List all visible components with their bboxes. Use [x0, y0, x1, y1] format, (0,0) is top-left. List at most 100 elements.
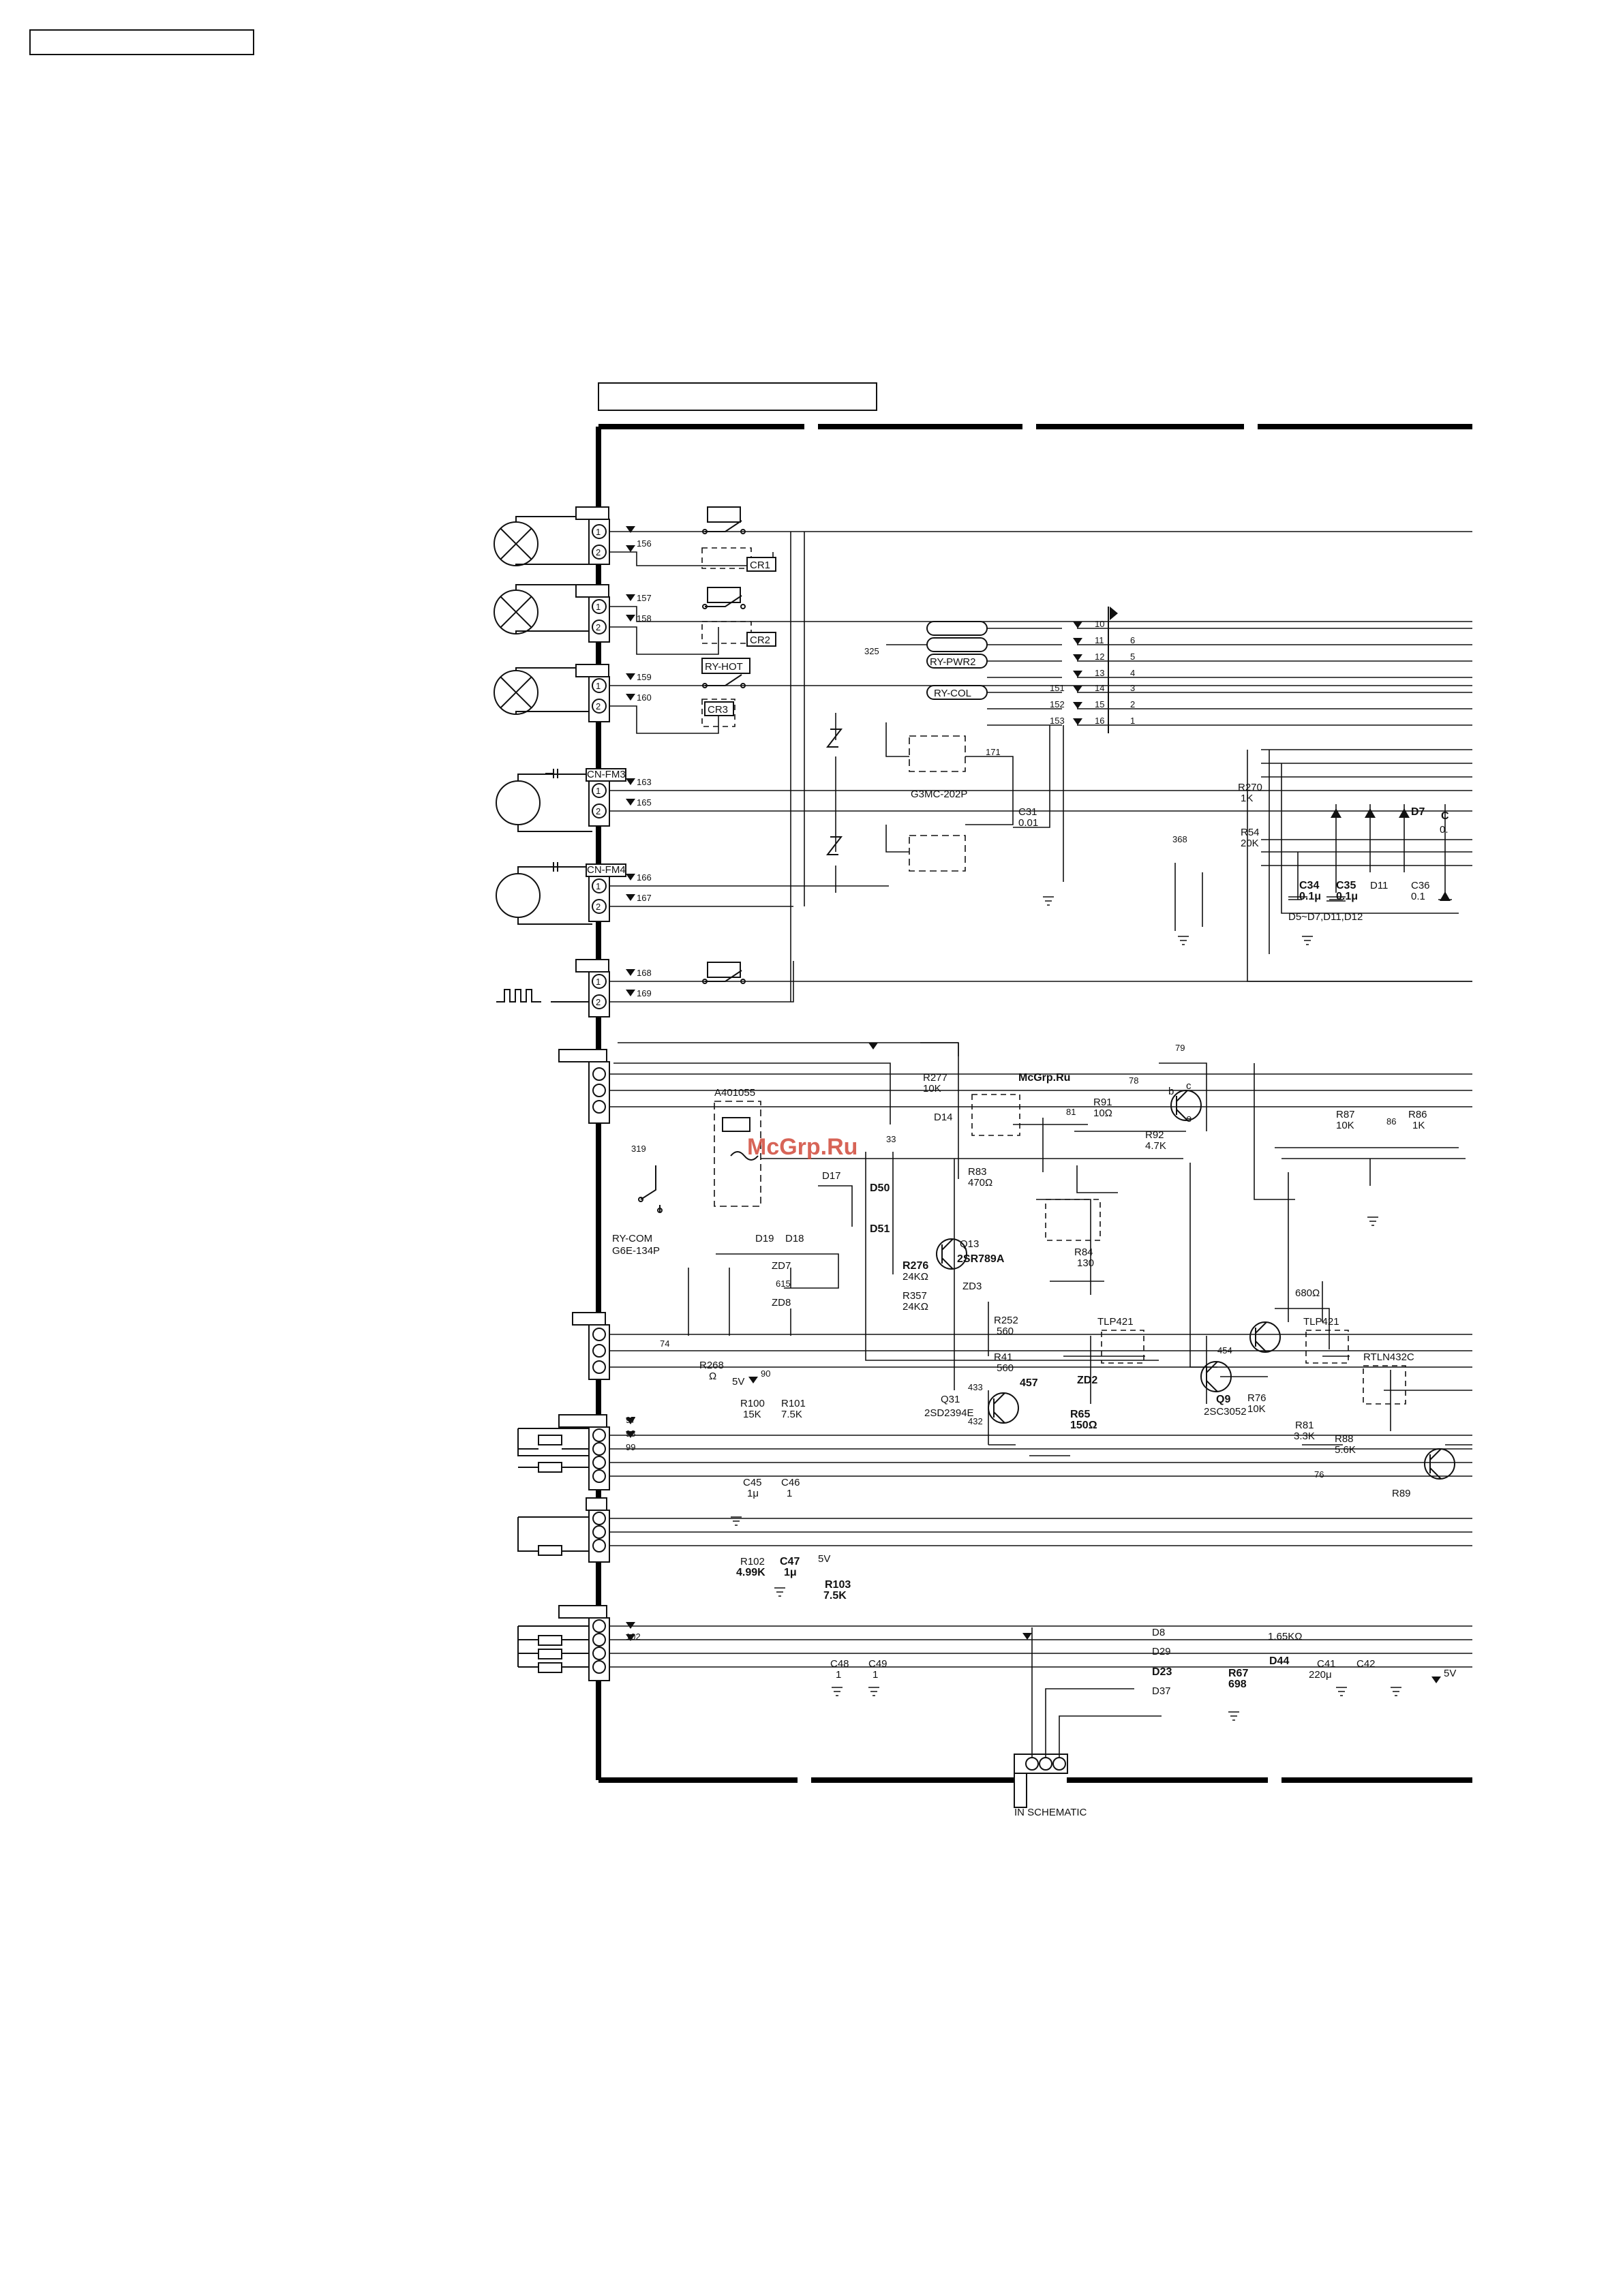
svg-text:R101: R101: [781, 1398, 806, 1409]
svg-text:R54: R54: [1241, 827, 1260, 838]
svg-text:C41: C41: [1317, 1658, 1336, 1670]
ground-symbols: [731, 896, 1401, 1721]
svg-text:R102: R102: [740, 1556, 765, 1567]
svg-text:C31: C31: [1018, 806, 1037, 818]
svg-text:0.01: 0.01: [1018, 817, 1038, 829]
connectors-left: [558, 506, 626, 1681]
relay-cr1: [701, 506, 776, 572]
svg-text:169: 169: [637, 988, 652, 998]
svg-text:457: 457: [1020, 1377, 1038, 1389]
svg-text:1: 1: [596, 977, 601, 987]
svg-text:c: c: [1186, 1080, 1192, 1092]
svg-text:165: 165: [637, 797, 652, 808]
svg-text:5.6K: 5.6K: [1335, 1444, 1356, 1456]
svg-text:1: 1: [596, 786, 601, 796]
svg-text:615: 615: [776, 1279, 791, 1289]
svg-text:R65: R65: [1070, 1409, 1090, 1420]
sensor-inputs: [517, 1428, 589, 1673]
svg-text:10Ω: 10Ω: [1093, 1107, 1112, 1119]
svg-text:20K: 20K: [1241, 838, 1259, 849]
svg-text:D50: D50: [870, 1182, 890, 1194]
svg-text:10K: 10K: [1247, 1403, 1266, 1415]
svg-text:2: 2: [596, 547, 601, 557]
svg-text:5V: 5V: [732, 1376, 744, 1388]
svg-text:167: 167: [637, 893, 652, 903]
svg-text:680Ω: 680Ω: [1295, 1287, 1320, 1299]
svg-text:159: 159: [637, 672, 652, 682]
diode-labels: D14 D17 D50 D51 D19 D18 ZD7 ZD8 ZD3 ZD2 …: [755, 806, 1425, 1697]
svg-text:171: 171: [986, 747, 1001, 757]
svg-text:RTLN432C: RTLN432C: [1363, 1351, 1414, 1363]
cn-fm3-label: CN-FM3: [587, 769, 626, 780]
svg-text:12: 12: [1095, 652, 1104, 662]
svg-text:D17: D17: [822, 1170, 841, 1182]
svg-text:2SR789A: 2SR789A: [957, 1253, 1005, 1265]
svg-text:R103: R103: [825, 1579, 851, 1591]
svg-text:C47: C47: [780, 1556, 800, 1567]
svg-text:150Ω: 150Ω: [1070, 1420, 1097, 1431]
svg-text:D11: D11: [1370, 880, 1388, 891]
svg-text:3: 3: [1130, 683, 1135, 693]
svg-text:D44: D44: [1269, 1655, 1289, 1667]
svg-text:5V: 5V: [1444, 1668, 1456, 1679]
svg-text:C45: C45: [743, 1477, 762, 1488]
fan-motor-2: [496, 873, 541, 918]
svg-text:319: 319: [631, 1144, 646, 1154]
svg-text:4.7K: 4.7K: [1145, 1140, 1166, 1152]
svg-text:R270: R270: [1238, 782, 1262, 793]
svg-text:R81: R81: [1295, 1420, 1314, 1431]
svg-text:R276: R276: [902, 1260, 928, 1272]
svg-text:ZD3: ZD3: [962, 1281, 982, 1292]
svg-text:D23: D23: [1152, 1666, 1172, 1678]
svg-text:153: 153: [1050, 716, 1065, 726]
svg-text:R88: R88: [1335, 1433, 1354, 1445]
svg-text:TLP421: TLP421: [1303, 1316, 1339, 1328]
svg-text:10: 10: [1095, 619, 1104, 629]
svg-text:2: 2: [596, 806, 601, 816]
lamp-3: [494, 670, 539, 715]
svg-text:ZD2: ZD2: [1077, 1375, 1097, 1386]
svg-text:220μ: 220μ: [1309, 1669, 1332, 1681]
svg-text:R84: R84: [1074, 1246, 1093, 1258]
svg-text:R86: R86: [1408, 1109, 1427, 1120]
svg-text:168: 168: [637, 968, 652, 978]
svg-text:1: 1: [596, 602, 601, 612]
svg-text:470Ω: 470Ω: [968, 1177, 992, 1189]
svg-text:14: 14: [1095, 683, 1104, 693]
net-wires: [609, 531, 1472, 1668]
driver-ic: [1077, 607, 1472, 733]
middle-labels: Q13 2SR789A Q9 2SC3052 Q31 2SD2394E TLP4…: [732, 810, 1456, 1679]
svg-text:D37: D37: [1152, 1685, 1171, 1697]
svg-text:454: 454: [1217, 1345, 1232, 1356]
svg-text:0.1μ: 0.1μ: [1336, 891, 1358, 902]
svg-text:10K: 10K: [1336, 1120, 1354, 1131]
g6e-label: G6E-134P: [612, 1245, 660, 1257]
transistor-q79: [1170, 1090, 1202, 1121]
svg-text:D29: D29: [1152, 1646, 1171, 1657]
svg-text:151: 151: [1050, 683, 1065, 693]
svg-text:6: 6: [1130, 635, 1135, 645]
svg-text:R67: R67: [1228, 1668, 1248, 1679]
svg-text:560: 560: [997, 1362, 1014, 1374]
ry-com-label: RY-COM: [612, 1233, 652, 1244]
transistor-q31: [988, 1392, 1019, 1424]
svg-text:R41: R41: [994, 1351, 1013, 1363]
svg-text:15: 15: [1095, 699, 1104, 709]
svg-text:R252: R252: [994, 1315, 1018, 1326]
svg-text:Q13: Q13: [960, 1238, 979, 1250]
svg-text:163: 163: [637, 777, 652, 787]
svg-text:24KΩ: 24KΩ: [902, 1301, 928, 1313]
svg-text:11: 11: [1095, 635, 1104, 645]
svg-text:C49: C49: [868, 1658, 888, 1670]
svg-text:R100: R100: [740, 1398, 765, 1409]
middle-wires: [613, 1042, 1472, 1456]
svg-text:560: 560: [997, 1326, 1014, 1337]
upper-right-network: [1174, 749, 1472, 982]
svg-text:33: 33: [886, 1134, 896, 1144]
svg-text:10K: 10K: [923, 1083, 941, 1095]
net-numbers: 156 157 158 159 160 163 165 166 167 168 …: [626, 538, 1396, 1642]
svg-text:79: 79: [1175, 1043, 1185, 1053]
svg-text:R92: R92: [1145, 1129, 1164, 1141]
svg-text:R268: R268: [699, 1360, 724, 1371]
relay-a401055: [714, 1101, 761, 1207]
